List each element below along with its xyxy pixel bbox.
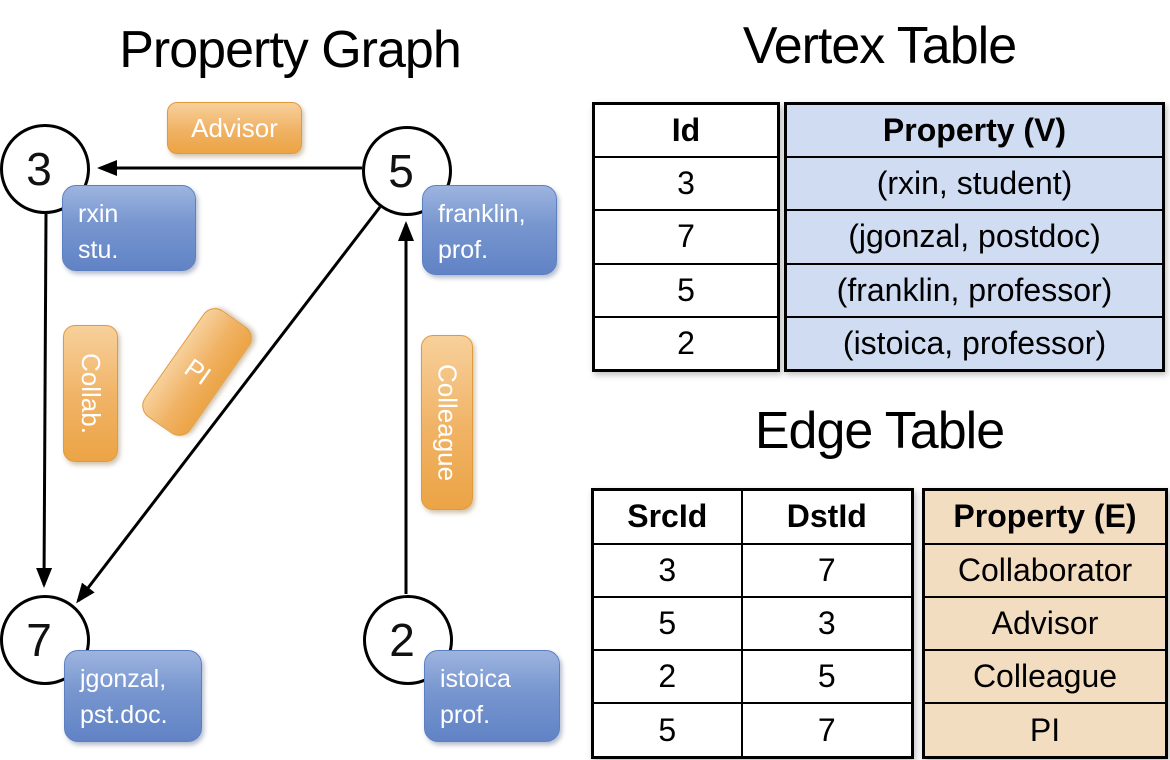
vertex-property-line1: rxin — [78, 200, 119, 228]
edge-label-text: Colleague — [432, 363, 463, 482]
table-cell: 3 — [591, 542, 743, 598]
table-cell: 3 — [740, 595, 914, 652]
table-cell: 7 — [740, 702, 914, 759]
vertex-id-label: 3 — [26, 143, 52, 195]
vertex-property-box-franklin: franklin, prof. — [422, 185, 557, 275]
vertex-property-box-istoica: istoica prof. — [424, 650, 560, 742]
table-cell: (franklin, professor) — [784, 262, 1165, 318]
edge-table-dstid-header: DstId — [740, 488, 914, 545]
table-cell: 2 — [591, 649, 743, 705]
edge-table-id-columns: SrcId DstId 3 7 5 3 2 5 5 7 — [591, 488, 914, 759]
table-cell: (rxin, student) — [784, 156, 1165, 212]
vertex-table-property-column: Property (V) (rxin, student) (jgonzal, p… — [784, 102, 1165, 372]
table-cell: 5 — [740, 649, 914, 705]
vertex-table-id-header: Id — [592, 102, 780, 159]
table-cell: 7 — [740, 542, 914, 598]
vertex-id-label: 7 — [26, 614, 52, 666]
vertex-property-line2: stu. — [78, 236, 119, 265]
table-cell: Collaborator — [922, 542, 1168, 598]
edge-label-text: Collab. — [76, 353, 106, 434]
table-cell: 5 — [592, 262, 780, 318]
graph-edges — [36, 160, 414, 604]
table-cell: 7 — [592, 209, 780, 265]
vertex-node-2: 2 — [363, 595, 453, 685]
table-cell: 2 — [592, 315, 780, 372]
table-cell: PI — [922, 702, 1168, 759]
vertex-id-label: 5 — [388, 145, 414, 197]
table-cell: (jgonzal, postdoc) — [784, 209, 1165, 265]
table-cell: 5 — [591, 702, 743, 759]
edge-label-text: Advisor — [191, 112, 278, 143]
edge-3-to-7-arrow — [36, 213, 53, 588]
vertex-table-id-column: Id 3 7 5 2 — [592, 102, 780, 372]
edge-label-advisor: Advisor — [167, 102, 302, 154]
edge-table-srcid-header: SrcId — [591, 488, 743, 545]
vertex-id-label: 2 — [389, 614, 415, 666]
vertex-property-line2: prof. — [438, 236, 489, 265]
vertex-table-property-header: Property (V) — [784, 102, 1165, 159]
vertex-property-line2: prof. — [440, 701, 491, 730]
table-cell: (istoica, professor) — [784, 315, 1165, 372]
edge-table-title: Edge Table — [754, 402, 1005, 460]
edge-label-colleague: Colleague — [421, 335, 473, 510]
edge-label-collab: Collab. — [63, 325, 118, 462]
vertex-property-line2: pst.doc. — [80, 701, 168, 730]
edge-5-to-7-arrow — [76, 206, 382, 604]
vertex-node-5: 5 — [362, 126, 452, 216]
vertex-property-box-rxin: rxin stu. — [62, 185, 196, 271]
edge-table-property-header: Property (E) — [922, 488, 1168, 545]
table-cell: Colleague — [922, 649, 1168, 705]
vertex-property-box-jgonzal: jgonzal, pst.doc. — [64, 650, 202, 742]
edge-label-text: PI — [178, 352, 216, 391]
table-cell: 5 — [591, 595, 743, 652]
table-cell: 3 — [592, 156, 780, 212]
vertex-table-title: Vertex Table — [742, 17, 1017, 75]
vertex-property-line1: franklin, — [438, 200, 526, 228]
table-cell: Advisor — [922, 595, 1168, 652]
edge-table-property-column: Property (E) Collaborator Advisor Collea… — [922, 488, 1168, 759]
property-graph-title: Property Graph — [119, 21, 462, 79]
vertex-property-line1: istoica — [440, 665, 511, 693]
vertex-property-line1: jgonzal, — [80, 665, 167, 693]
